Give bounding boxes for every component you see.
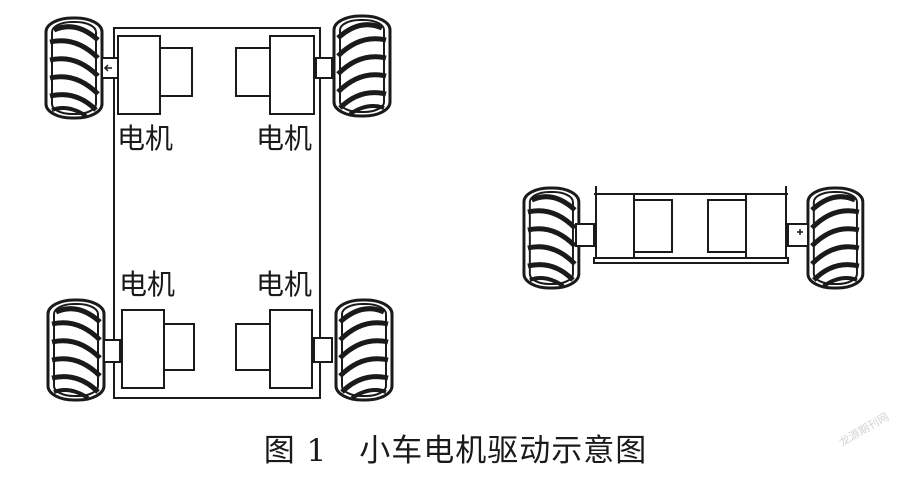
motor-label-bottom-left: 电机 — [119, 268, 176, 301]
motor-label-bottom-right: 电机 — [256, 268, 313, 301]
side-view — [524, 186, 863, 288]
figure-caption: 图 1 小车电机驱动示意图 — [263, 433, 648, 469]
side-motor-left-body — [595, 193, 635, 261]
side-coupling-right — [787, 223, 809, 247]
wheel-top-left — [46, 18, 102, 118]
wheel-bottom-right — [336, 300, 392, 400]
coupling-bottom-right — [313, 337, 333, 363]
side-motor-right-end — [707, 199, 747, 253]
motor-label-top-left: 电机 — [117, 122, 174, 155]
side-motor-left-end — [633, 199, 673, 253]
side-coupling-left — [575, 223, 595, 247]
side-motor-right-body — [745, 193, 787, 261]
motor-top-left-body — [117, 35, 161, 115]
coupling-top-right — [315, 57, 333, 79]
motor-top-left-end — [159, 47, 193, 97]
motor-bottom-right-end — [235, 323, 271, 371]
motor-bottom-left-body — [121, 309, 165, 389]
side-chassis-plate — [593, 257, 789, 264]
side-wheel-left — [524, 188, 579, 288]
chassis-frame — [113, 27, 321, 399]
top-view — [46, 16, 392, 400]
motor-top-right-body — [269, 35, 315, 115]
wheel-top-right — [334, 16, 390, 116]
motor-bottom-right-body — [269, 309, 313, 389]
motor-bottom-left-end — [163, 323, 195, 371]
motor-top-right-end — [235, 47, 271, 97]
side-wheel-right — [808, 188, 863, 288]
wheel-bottom-left — [48, 300, 104, 400]
coupling-bottom-left — [103, 339, 121, 363]
motor-label-top-right: 电机 — [256, 122, 313, 155]
